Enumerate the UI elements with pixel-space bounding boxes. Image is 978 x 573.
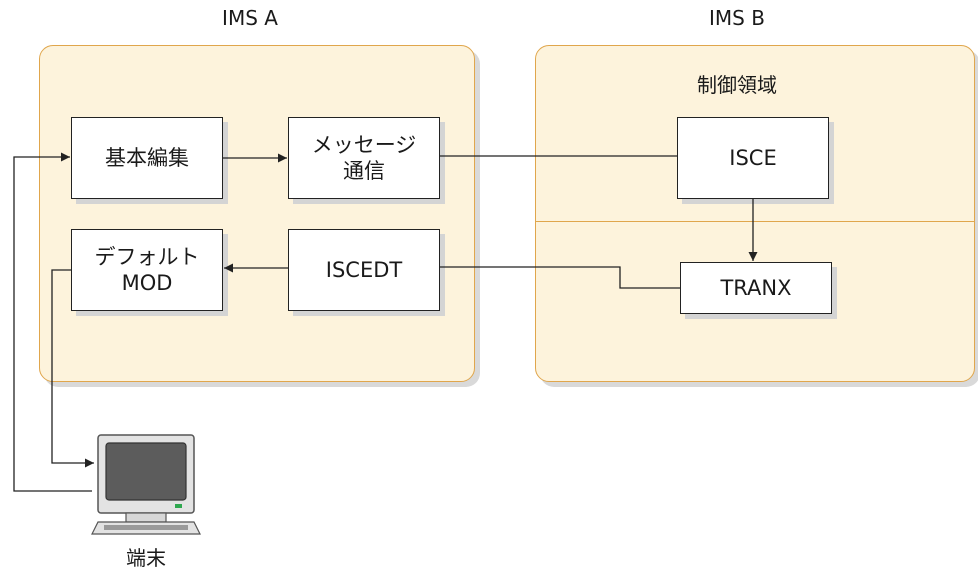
line-tranx-to-iscedt xyxy=(440,266,680,289)
arrow-terminal-to-basic-edit xyxy=(13,152,92,492)
default-mod-label-1: デフォルト xyxy=(94,245,200,269)
default-mod-box: デフォルト MOD xyxy=(71,229,223,311)
message-communication-label-1: メッセージ xyxy=(311,133,417,157)
terminal-label: 端末 xyxy=(126,546,166,570)
iscedt-label: ISCEDT xyxy=(325,258,403,282)
terminal-icon xyxy=(91,434,201,535)
basic-edit-label: 基本編集 xyxy=(105,146,189,170)
isce-label: ISCE xyxy=(729,146,777,170)
ims-a-title: IMS A xyxy=(222,6,278,30)
message-communication-label-2: 通信 xyxy=(343,159,385,183)
message-communication-box: メッセージ 通信 xyxy=(288,117,440,199)
ims-b-divider xyxy=(536,221,974,222)
arrow-default-mod-to-terminal xyxy=(51,269,94,468)
default-mod-label-2: MOD xyxy=(121,271,173,295)
ims-b-region xyxy=(535,45,975,382)
tranx-box: TRANX xyxy=(680,262,832,314)
basic-edit-box: 基本編集 xyxy=(71,117,223,199)
isce-box: ISCE xyxy=(677,117,829,199)
control-region-label: 制御領域 xyxy=(697,73,777,97)
tranx-label: TRANX xyxy=(720,276,792,300)
ims-a-region xyxy=(39,45,475,382)
ims-b-title: IMS B xyxy=(709,6,765,30)
iscedt-box: ISCEDT xyxy=(288,229,440,311)
